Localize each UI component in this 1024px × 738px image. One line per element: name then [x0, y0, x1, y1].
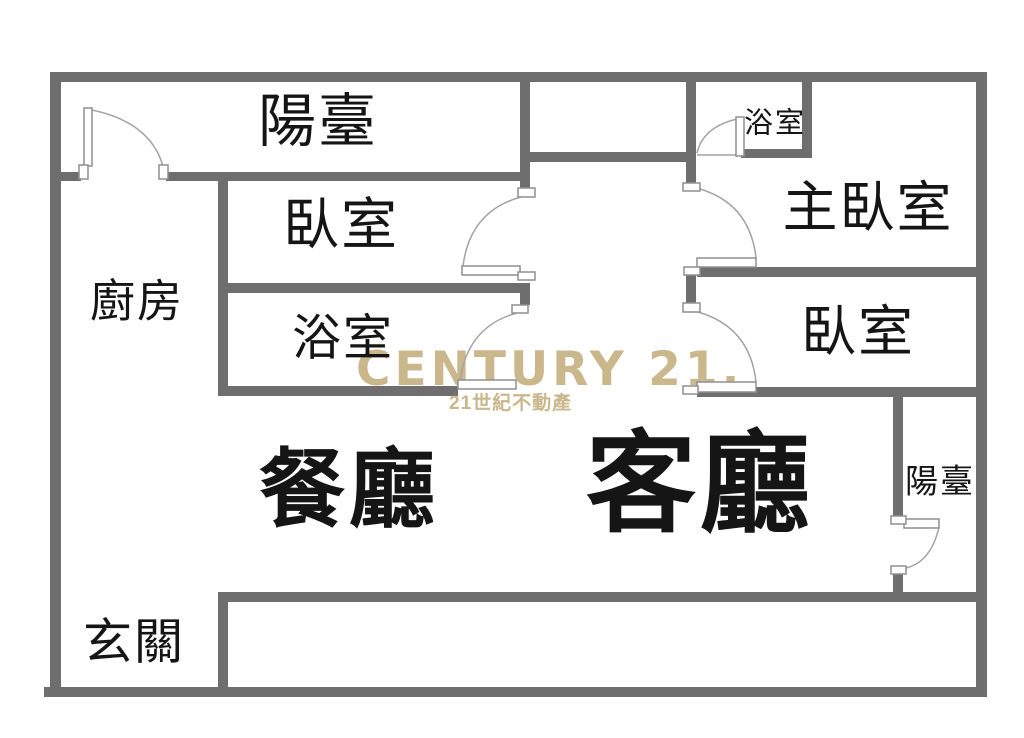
door-jamb [517, 187, 536, 198]
room-label-balcony-top: 陽臺 [257, 89, 379, 154]
wall-corridor-right-top [686, 82, 696, 183]
room-label-master-bedroom: 主臥室 [782, 176, 954, 239]
wall-bath-mid-bottom [222, 386, 458, 396]
brand-watermark: CENTURY 21. [356, 342, 744, 397]
room-label-dining-room: 餐廳 [259, 442, 439, 538]
door-leaf-balcony-top [83, 107, 93, 167]
room-label-bedroom-top-left: 臥室 [283, 193, 399, 256]
room-label-bathroom-master: 浴室 [743, 107, 807, 140]
door-leaf-bedroom-tl [461, 265, 521, 276]
wall-divider-left [222, 283, 520, 293]
wall-bath-master-bottom [741, 149, 812, 158]
wall-entry-top [218, 592, 976, 602]
wall-entry-right [218, 592, 228, 688]
wall-bedroom-right-bottom [697, 387, 976, 397]
wall-outer-right [976, 72, 987, 697]
door-jamb [890, 515, 907, 525]
door-arc-bath-master [696, 118, 738, 154]
wall-balcony-right-bot-seg [893, 574, 903, 597]
wall-balcony-top-bottom [166, 172, 520, 181]
wall-bath-master-right [802, 82, 812, 158]
door-jamb [682, 385, 699, 395]
door-arc-balcony-top [91, 109, 164, 167]
wall-balcony-top-stub [56, 172, 81, 181]
room-label-entry: 玄關 [82, 615, 186, 670]
wall-outer-top [50, 72, 987, 82]
door-leaf-bath-mid [457, 379, 517, 390]
door-jamb [682, 182, 701, 192]
wall-notch-bottom [525, 152, 692, 162]
door-jamb [158, 164, 169, 180]
door-leaf-master-bedroom [696, 257, 757, 268]
door-arc-master-bedroom [699, 188, 757, 259]
wall-outer-bottom [44, 687, 987, 697]
wall-balcony-right-top-seg [893, 397, 903, 517]
room-label-bedroom-right: 臥室 [800, 300, 916, 363]
wall-corridor-right-stub [686, 275, 696, 304]
door-jamb [511, 304, 529, 314]
door-leaf-bedroom-right [696, 381, 757, 393]
room-label-living-room: 客廳 [586, 423, 814, 546]
door-jamb [683, 266, 701, 276]
wall-divider-right [697, 267, 976, 277]
wall-outer-left [50, 72, 61, 697]
room-label-balcony-right: 陽臺 [905, 462, 975, 500]
room-label-bathroom-mid: 浴室 [291, 311, 395, 366]
door-arc-bath-mid [459, 312, 518, 381]
wall-corridor-left-top [520, 82, 530, 190]
door-jamb [682, 302, 701, 313]
door-jamb [78, 164, 89, 180]
door-arc-bedroom-right [697, 311, 757, 383]
door-leaf-bath-master [735, 116, 745, 157]
room-label-kitchen: 廚房 [89, 275, 185, 327]
door-leaf-balcony-right [903, 518, 940, 529]
door-jamb [890, 565, 907, 575]
brand-tagline: 21世紀不動產 [449, 393, 573, 414]
wall-corridor-left-stub [520, 283, 530, 305]
door-arc-balcony-right [905, 526, 940, 569]
door-arc-bedroom-tl [462, 196, 522, 267]
door-jamb [517, 271, 536, 281]
